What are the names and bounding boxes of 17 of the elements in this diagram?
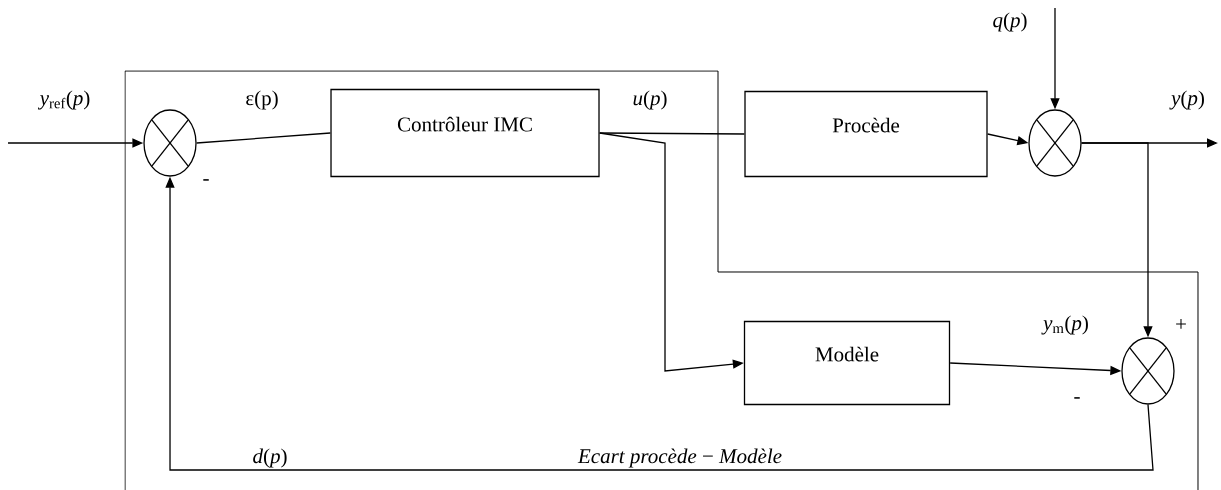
process-box: Contrôleur IMC: [330, 88, 600, 178]
summing-junction: [1028, 109, 1082, 177]
sign-label: -: [1074, 397, 1080, 399]
signal-label: Ecart procède − Modèle: [577, 448, 782, 468]
signal-label: y$_{ref}$(p): [37, 90, 90, 110]
signal-label: y(p): [1169, 90, 1204, 110]
summing-junction: [143, 109, 197, 177]
sign-label: +: [1176, 319, 1186, 329]
summing-junction: [1121, 337, 1175, 405]
signal-label: u(p): [633, 90, 667, 110]
process-box: Modèle: [743, 320, 951, 406]
process-box: Procède: [744, 90, 988, 178]
signal-label: ε(p): [246, 90, 278, 110]
sign-label: -: [203, 179, 209, 181]
signal-label: y$_{m}$(p): [1041, 315, 1088, 335]
signal-label: d(p): [253, 448, 287, 468]
signal-label: q(p): [993, 12, 1027, 32]
